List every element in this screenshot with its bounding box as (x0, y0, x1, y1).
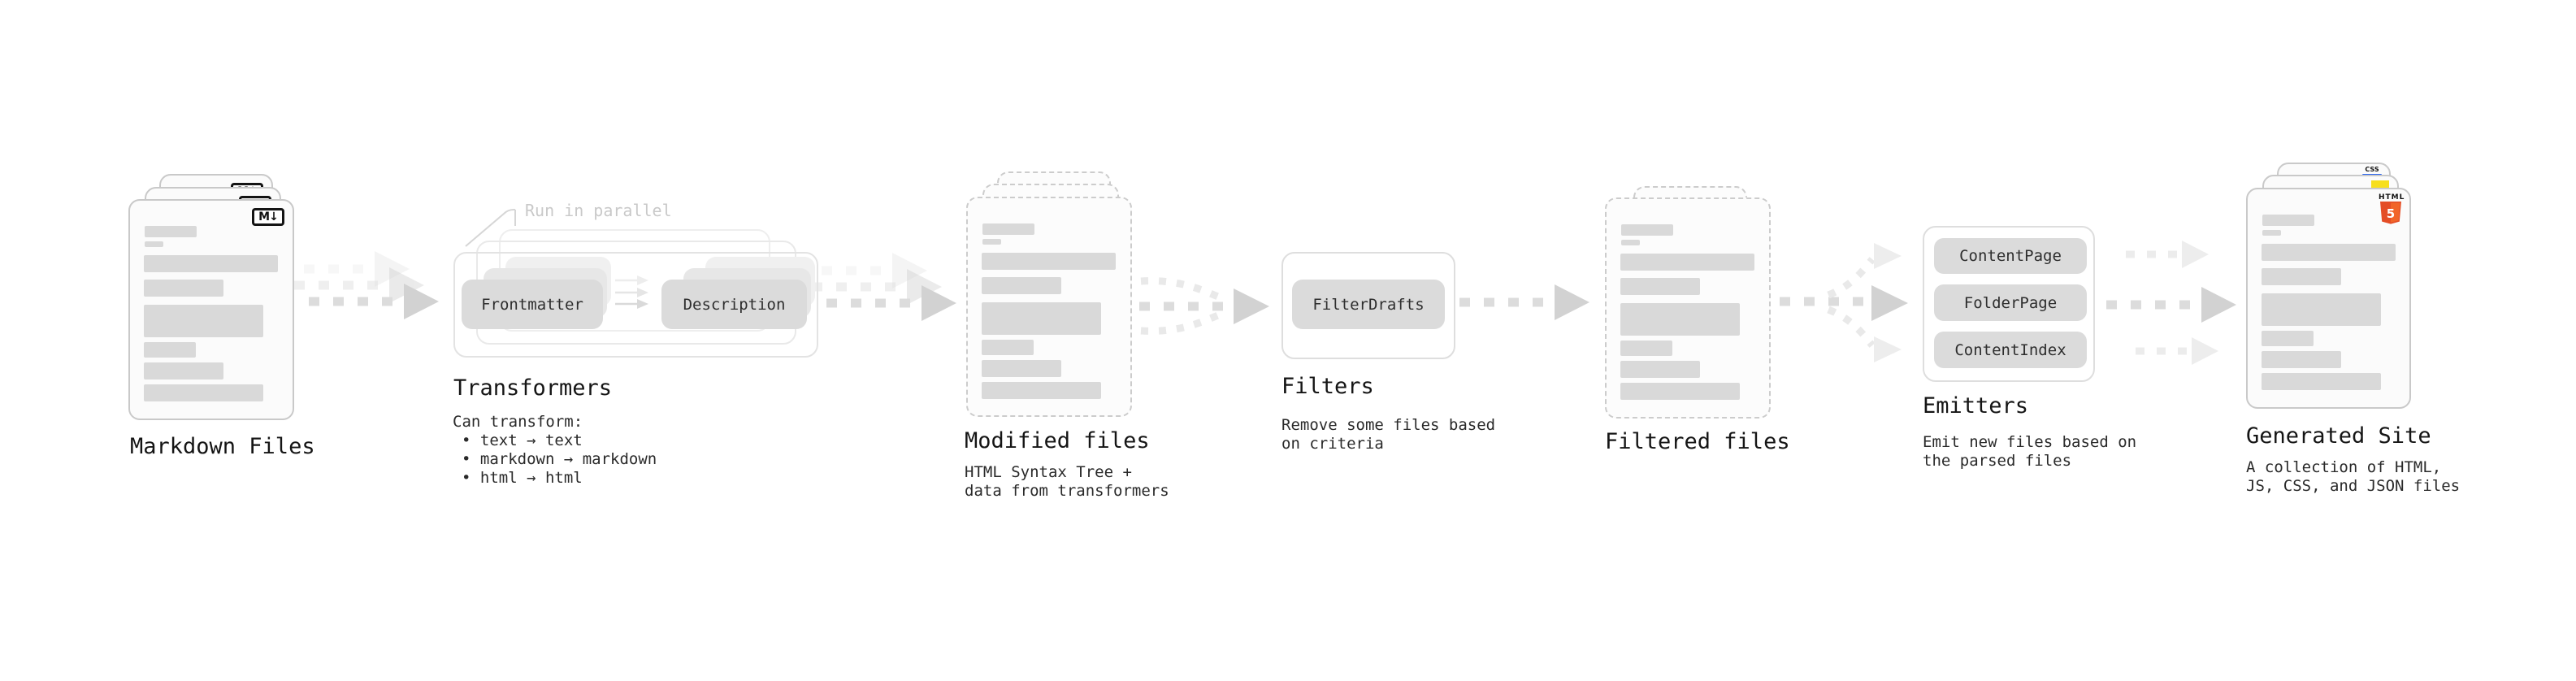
filtered-files-label: Filtered files (1605, 429, 1790, 454)
filters-label: Filters (1281, 374, 1374, 399)
modified-files-description: HTML Syntax Tree + data from transformer… (965, 463, 1169, 501)
transformers-description: Can transform: • text → text • markdown … (453, 413, 657, 488)
text-line-bar (144, 280, 223, 297)
text-line-bar (2262, 351, 2341, 368)
modified-desc-line: data from transformers (965, 482, 1169, 500)
text-line-bar (2262, 268, 2341, 285)
emitters-frame (1923, 226, 2095, 382)
text-line-bar (1620, 361, 1700, 378)
modified-file-doc-front (966, 197, 1132, 417)
arrow-filtered-to-emitters-fanout (1780, 243, 1908, 362)
arrows-emitters-to-generated (2106, 241, 2236, 365)
folderpage-chip: FolderPage (1934, 284, 2087, 321)
modified-files-label: Modified files (965, 428, 1150, 453)
filters-description: Remove some files based on criteria (1281, 416, 1495, 453)
emitters-desc-line: Emit new files based on (1923, 433, 2137, 451)
generated-site-description: A collection of HTML, JS, CSS, and JSON … (2246, 458, 2460, 496)
transformers-desc-title: Can transform: (453, 413, 583, 431)
generated-doc-html: HTML 5 (2246, 188, 2411, 409)
arrow-filters-to-filtered (1459, 284, 1589, 320)
transformers-bullet: • text → text (462, 432, 583, 449)
emitters-label: Emitters (1923, 393, 2029, 419)
text-line-bar (982, 382, 1101, 399)
arrow-transformers-to-modified (797, 253, 956, 321)
text-line-bar (2262, 373, 2381, 390)
text-line-bar (144, 342, 196, 358)
html5-shield-icon: 5 (2380, 202, 2401, 224)
filterdrafts-chip: FilterDrafts (1292, 280, 1445, 329)
transformers-bullet: • html → html (462, 469, 583, 487)
contentpage-chip: ContentPage (1934, 238, 2087, 274)
transformer-frame-front (453, 252, 818, 358)
text-line-bar (1620, 303, 1740, 336)
emitters-desc-line: the parsed files (1923, 452, 2072, 470)
contentindex-chip: ContentIndex (1934, 332, 2087, 368)
css-icon-label: CSS (2365, 166, 2379, 173)
arrow-modified-to-filters-fanin (1139, 277, 1269, 335)
text-line-bar (1620, 383, 1740, 400)
text-line-bar (982, 340, 1034, 355)
text-line-bar (2262, 244, 2396, 261)
html5-icon-label: HTML (2379, 193, 2405, 202)
javascript-icon (2371, 180, 2389, 189)
markdown-files-label: Markdown Files (130, 434, 315, 459)
generated-site-label: Generated Site (2246, 423, 2431, 449)
run-in-parallel-leader-line (465, 209, 516, 247)
text-line-bar (1621, 224, 1673, 236)
text-line-bar (144, 384, 263, 401)
transformers-bullet: • markdown → markdown (462, 450, 657, 468)
text-line-bar (1620, 254, 1754, 271)
text-line-bar (982, 239, 1001, 245)
run-in-parallel-note: Run in parallel (525, 201, 672, 220)
text-line-bar (1620, 278, 1700, 295)
emitters-description: Emit new files based on the parsed files (1923, 433, 2136, 471)
filtered-file-doc-front (1605, 197, 1771, 419)
text-line-bar (982, 253, 1116, 270)
svg-text:5: 5 (2387, 206, 2395, 221)
text-line-bar (982, 277, 1061, 294)
text-line-bar (1621, 240, 1640, 245)
generated-desc-line: A collection of HTML, (2246, 458, 2442, 476)
transformers-label: Transformers (453, 375, 613, 401)
description-chip: Description (661, 280, 807, 329)
text-line-bar (2262, 215, 2314, 226)
filters-desc-line: Remove some files based (1281, 416, 1496, 434)
generated-desc-line: JS, CSS, and JSON files (2246, 477, 2461, 495)
text-line-bar (144, 305, 263, 337)
text-line-bar (1620, 340, 1672, 356)
markdown-file-doc-front: M↓ (128, 199, 294, 420)
text-line-bar (982, 223, 1034, 235)
text-line-bar (982, 360, 1061, 377)
text-line-bar (2262, 230, 2281, 236)
text-line-bar (145, 241, 163, 247)
html5-icon: HTML 5 (2379, 193, 2405, 228)
text-line-bar (145, 226, 197, 237)
text-line-bar (144, 362, 223, 380)
filters-frame (1281, 252, 1455, 359)
text-line-bar (2262, 331, 2314, 346)
frontmatter-chip: Frontmatter (462, 280, 603, 329)
text-line-bar (982, 302, 1101, 335)
modified-desc-line: HTML Syntax Tree + (965, 463, 1132, 481)
filters-desc-line: on criteria (1281, 435, 1384, 453)
parallel-transform-arrows (615, 275, 648, 309)
text-line-bar (144, 255, 278, 272)
arrow-markdown-to-transformers (280, 251, 439, 319)
markdown-icon: M↓ (252, 208, 284, 226)
text-line-bar (2262, 293, 2381, 326)
